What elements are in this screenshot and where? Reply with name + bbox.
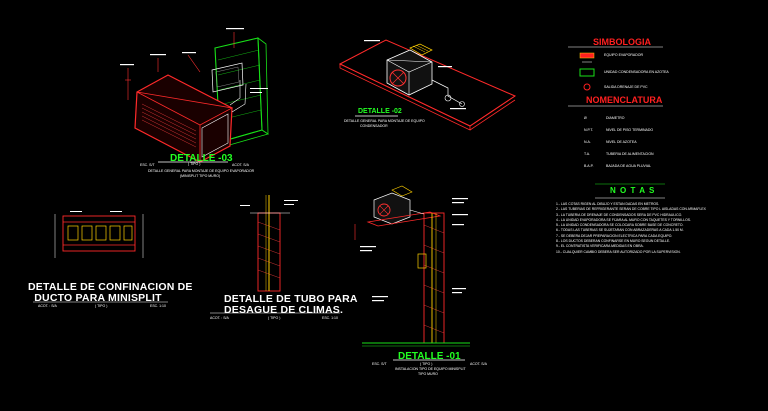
detail-03-note: DETALLE GENERAL PARA MONTAJE DE EQUIPO E… [148,169,255,173]
nota-item: 9.- EL CONTRATISTA VERIFICARA MEDIDAS EN… [556,244,644,249]
nom-2-code: N.P.T. [584,128,594,132]
detail-03-drawing [120,28,269,163]
detail-01-title: DETALLE -01 [398,351,461,362]
drain-pipe-title: DETALLE DE TUBO PARA DESAGUE DE CLIMAS. [224,293,358,316]
detail-01-note2: TIPO MURO [418,372,438,376]
detail-03-acot: ACOT. S/A [232,163,249,167]
nota-item: 1.- LAS COTAS RIGEN AL DIBUJO Y ESTAN DA… [556,202,660,206]
nom-4-text: TUBERIA DE ALIMENTACION [606,152,654,156]
duct-acot: ACOT. : S/A [38,304,57,308]
nota-item: 10.- CUALQUIER CAMBIO DEBERA SER AUTORIZ… [556,249,681,254]
symbol-2-label: UNIDAD CONDENSADORA EN AZOTEA [604,70,669,74]
detail-02-drawing [338,39,517,131]
duct-esc: ESC. 1:10 [150,304,166,308]
nota-item: 7.- SE DEBERA DEJAR PREPARACION ELECTRIC… [556,233,673,238]
nom-1-text: DIAMETRO [606,116,625,120]
nota-item: 3.- LA TUBERIA DE DRENAJE DE CONDENSADOS… [556,212,683,217]
drain-pipe-title-line2: DESAGUE DE CLIMAS. [224,304,344,316]
nota-item: 2.- LAS TUBERIAS DE REFRIGERANTE SERAN D… [556,207,706,212]
symbol-3-label: SALIDA DRENAJE DE PVC [604,85,648,89]
simbologia-title: SIMBOLOGIA [593,37,651,47]
nom-4-code: T.A. [584,152,591,156]
detail-01-note: INSTALACION TIPO DE EQUIPO MINISPLIT [395,367,466,371]
nota-item: 4.- LA UNIDAD EVAPORADORA SE FIJARA AL M… [556,217,691,222]
drain-pipe-title-line1: DETALLE DE TUBO PARA [224,293,358,305]
detail-01-sub: ( TIPO ) [420,362,433,366]
detail-03-esc: ESC. S/T [140,163,155,167]
symbol-1-label: EQUIPO EVAPORADOR [604,53,644,57]
notas-list: 1.- LAS COTAS RIGEN AL DIBUJO Y ESTAN DA… [556,202,761,255]
nom-2-text: NIVEL DE PISO TERMINADO [606,128,654,132]
duct-confinement-title-line2: DUCTO PARA MINISPLIT [34,292,162,304]
nota-item: 8.- LOS DUCTOS DEBERAN CONFINARSE EN MUR… [556,239,671,244]
nom-3-text: NIVEL DE AZOTEA [606,140,637,144]
detail-01-drawing [354,185,470,361]
duct-tipo: ( TIPO ) [95,304,108,308]
duct-confinement-drawing [33,211,168,303]
detail-01-acot: ACOT. S/A [470,362,487,366]
detail-03-note2: (MINISPLIT TIPO MURO) [180,174,221,178]
drain-acot: ACOT. : S/A [210,316,229,320]
detail-03-title: DETALLE -03 [170,153,233,164]
nota-item: 6.- TODAS LAS TUBERIAS SE SUJETARAN CON … [556,228,684,233]
nom-1-code: Ø [584,116,587,120]
nota-item: 5.- LA UNIDAD CONDENSADORA SE COLOCARA S… [556,223,684,228]
legend-panel [568,46,665,199]
nom-5-code: B.A.P. [584,164,594,168]
detail-03-sub: ( TIPO ) [188,162,201,166]
notas-title: N O T A S [610,186,656,195]
duct-confinement-title: DETALLE DE CONFINACION DE DUCTO PARA MIN… [28,281,193,304]
nom-5-text: BAJADA DE AGUA PLUVIAL [606,164,652,168]
nom-3-code: N.A. [584,140,591,144]
drain-tipo: ( TIPO ) [268,316,281,320]
drain-esc: ESC. 1:10 [322,316,338,320]
detail-01-esc: ESC. S/T [372,362,387,366]
nomenclatura-title: NOMENCLATURA [586,95,663,105]
detail-02-title: DETALLE -02 [358,108,402,115]
detail-02-note2: CONDENSADOR [360,124,388,128]
drain-pipe-drawing [210,195,340,314]
duct-confinement-title-line1: DETALLE DE CONFINACION DE [28,281,193,293]
detail-02-note: DETALLE GENERAL PARA MONTAJE DE EQUIPO [344,119,425,123]
